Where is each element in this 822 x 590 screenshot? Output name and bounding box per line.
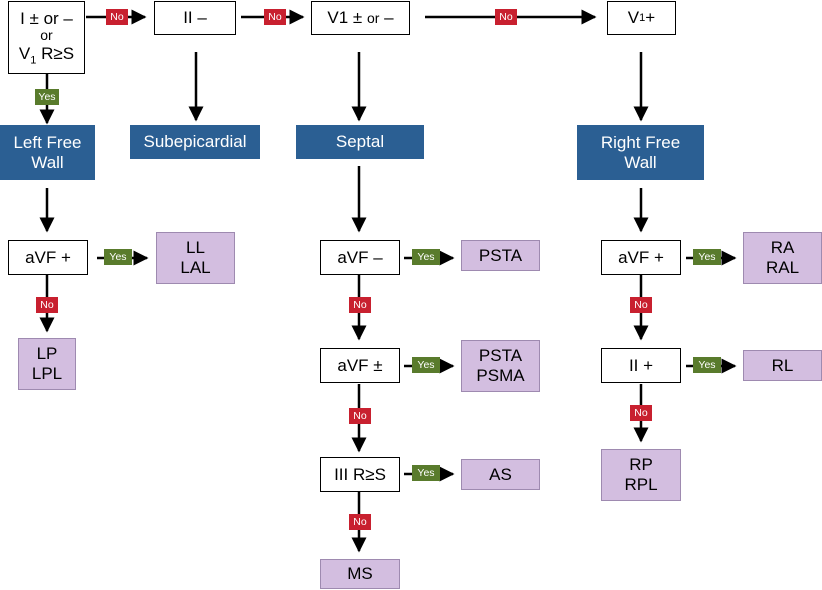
no-badge-v1: No [495,9,517,25]
start-line1: I ± or – [20,8,73,28]
start-or: or [40,26,53,43]
yes-badge-start: Yes [35,89,59,105]
region-subepicardial: Subepicardial [130,125,260,159]
right-ii-positive-box: II + [601,348,681,383]
no-badge-start: No [106,9,128,25]
yes-badge-right-ii: Yes [693,357,721,373]
no-badge-right-ii: No [630,405,652,421]
location-rl: RL [743,350,822,381]
septal-iii-box: III R≥S [320,457,400,492]
no-badge-septal-iii: No [349,514,371,530]
location-ms: MS [320,559,400,589]
yes-badge-right-avf: Yes [693,249,721,265]
yes-badge-septal-iii: Yes [412,465,440,481]
v1-criteria-box: V1 ± or – [311,1,410,35]
no-badge-septal-avf-pm: No [349,408,371,424]
no-badge-septal-avf-neg: No [349,297,371,313]
start-criteria-box: I ± or – or V1 R≥S [8,1,85,74]
no-badge-left-avf: No [36,297,58,313]
region-septal: Septal [296,125,424,159]
yes-badge-septal-avf-pm: Yes [412,357,440,373]
location-as: AS [461,459,540,490]
start-line3: V1 R≥S [18,43,75,66]
yes-badge-left-avf: Yes [104,249,132,265]
septal-avf-pm-box: aVF ± [320,348,400,383]
location-psta: PSTA [461,240,540,271]
right-avf-positive-box: aVF + [601,240,681,275]
septal-avf-negative-box: aVF – [320,240,400,275]
ii-negative-box: II – [154,1,236,35]
no-badge-ii: No [264,9,286,25]
left-avf-positive-box: aVF + [8,240,88,275]
no-badge-right-avf: No [630,297,652,313]
yes-badge-septal-avf-neg: Yes [412,249,440,265]
